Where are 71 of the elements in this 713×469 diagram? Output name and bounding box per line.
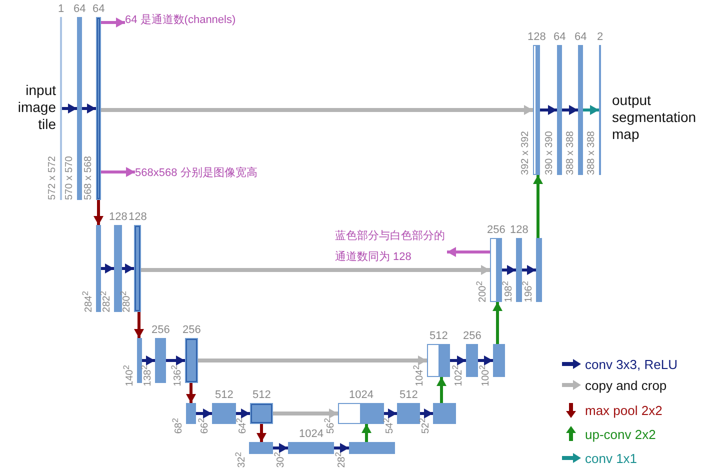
arrow	[166, 356, 185, 366]
arrow	[141, 265, 490, 275]
arrow	[82, 104, 96, 114]
arrow	[186, 383, 196, 403]
channel-count: 256	[152, 325, 170, 336]
size-label: 568 x 568	[84, 156, 94, 200]
channel-count: 64	[92, 4, 105, 15]
arrow	[420, 408, 433, 418]
channel-count: 512	[400, 390, 418, 401]
arrow	[273, 408, 338, 418]
annotation-text: 64 是通道数(channels)	[125, 12, 237, 28]
channel-count: 256	[182, 325, 201, 336]
arrow	[236, 408, 250, 418]
channel-count: 512	[252, 390, 271, 401]
channel-count: 128	[128, 212, 147, 223]
arrow	[196, 408, 212, 418]
arrow	[134, 312, 144, 338]
arrow	[436, 377, 446, 403]
channel-count: 256	[487, 225, 506, 236]
channel-count: 512	[215, 390, 234, 401]
arrow	[198, 356, 427, 366]
arrow	[334, 443, 349, 453]
arrow	[142, 356, 155, 366]
size-label: 572 x 572	[48, 156, 58, 200]
arrow	[101, 264, 114, 274]
arrow	[122, 264, 134, 274]
annotation-text: 568x568 分别是图像宽高	[135, 166, 258, 181]
channel-count: 128	[528, 32, 546, 43]
arrow	[522, 265, 536, 275]
arrow	[62, 104, 77, 114]
channel-count: 1024	[349, 390, 374, 401]
legend-text: up-conv 2x2	[585, 426, 656, 442]
arrow	[384, 408, 397, 418]
arrow	[450, 356, 466, 366]
arrow	[492, 302, 502, 344]
legend-text: conv 1x1	[585, 450, 638, 466]
arrow	[101, 167, 135, 177]
channel-count: 512	[430, 331, 448, 342]
label-text: input image tile	[16, 82, 56, 132]
arrow	[94, 200, 104, 225]
arrow	[256, 424, 266, 442]
size-label: 390 x 390	[545, 131, 555, 175]
arrow	[447, 247, 490, 257]
size-label: 388 x 388	[587, 131, 597, 175]
arrow	[583, 105, 599, 115]
channel-count: 128	[510, 225, 528, 236]
arrow	[273, 443, 288, 453]
channel-count: 256	[463, 331, 482, 342]
label-text: output segmentation map	[612, 92, 698, 142]
annotation-text: 蓝色部分与白色部分的通道数同为 128	[335, 228, 446, 265]
arrow	[502, 265, 516, 275]
channel-count: 1	[58, 4, 64, 15]
channel-count: 64	[554, 32, 566, 43]
arrow	[540, 105, 557, 115]
channel-count: 64	[74, 4, 86, 15]
arrow	[101, 105, 533, 115]
arrow	[362, 424, 372, 442]
size-label: 570 x 570	[65, 156, 75, 200]
arrow	[533, 175, 543, 238]
arrow	[562, 105, 578, 115]
channel-count: 1024	[299, 429, 324, 440]
channel-count: 128	[109, 212, 128, 223]
channel-count: 64	[574, 32, 587, 43]
arrow	[101, 18, 125, 28]
size-label: 392 x 392	[521, 131, 531, 175]
legend-text: max pool 2x2	[585, 402, 662, 418]
legend-text: conv 3x3, ReLU	[585, 356, 678, 372]
size-label: 388 x 388	[566, 131, 576, 175]
arrow	[478, 356, 493, 366]
legend-text: copy and crop	[585, 378, 667, 392]
channel-count: 2	[597, 32, 604, 43]
